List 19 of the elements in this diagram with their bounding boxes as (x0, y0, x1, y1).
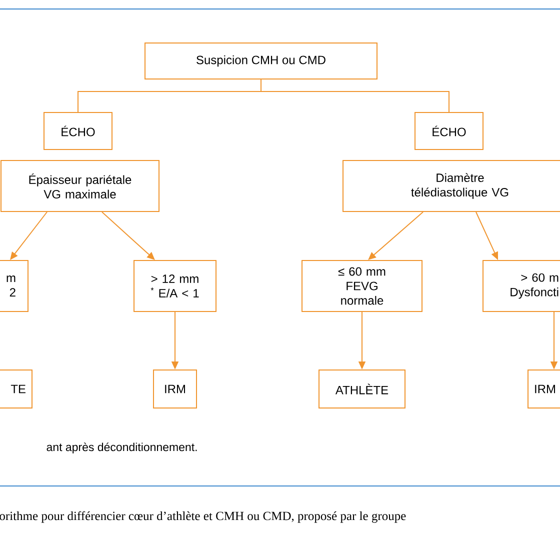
result-box: IRM (153, 370, 197, 408)
decision-box: > 60 m Dysfoncti (482, 260, 560, 312)
result-box: IRM (528, 370, 560, 408)
decision-box: Suspicion CMH ou CMD (144, 42, 378, 80)
arrow (102, 212, 155, 260)
arrow (368, 212, 424, 260)
result-box: ATHLÈTE (318, 370, 406, 408)
decision-box: m 2 (0, 260, 28, 312)
exam-box: ÉCHO (414, 112, 484, 150)
arrow (10, 212, 48, 260)
decision-box: ≤ 60 mm FEVG normale (302, 260, 422, 312)
exam-box: ÉCHO (44, 112, 112, 150)
result-box: TE (0, 370, 32, 408)
caption: orithme pour différencier cœur d’athlète et CMH ou CMD, proposé par le groupe (0, 511, 406, 523)
connector-line (260, 79, 450, 112)
decision-box: Épaisseur pariétale VG maximale (0, 160, 160, 212)
decision-box: > 12 mm $^{*}$ E/A < 1 (134, 260, 216, 312)
decision-box: Diamètre télédiastolique VG (342, 160, 560, 212)
footnote: ant après déconditionnement. (46, 442, 197, 454)
